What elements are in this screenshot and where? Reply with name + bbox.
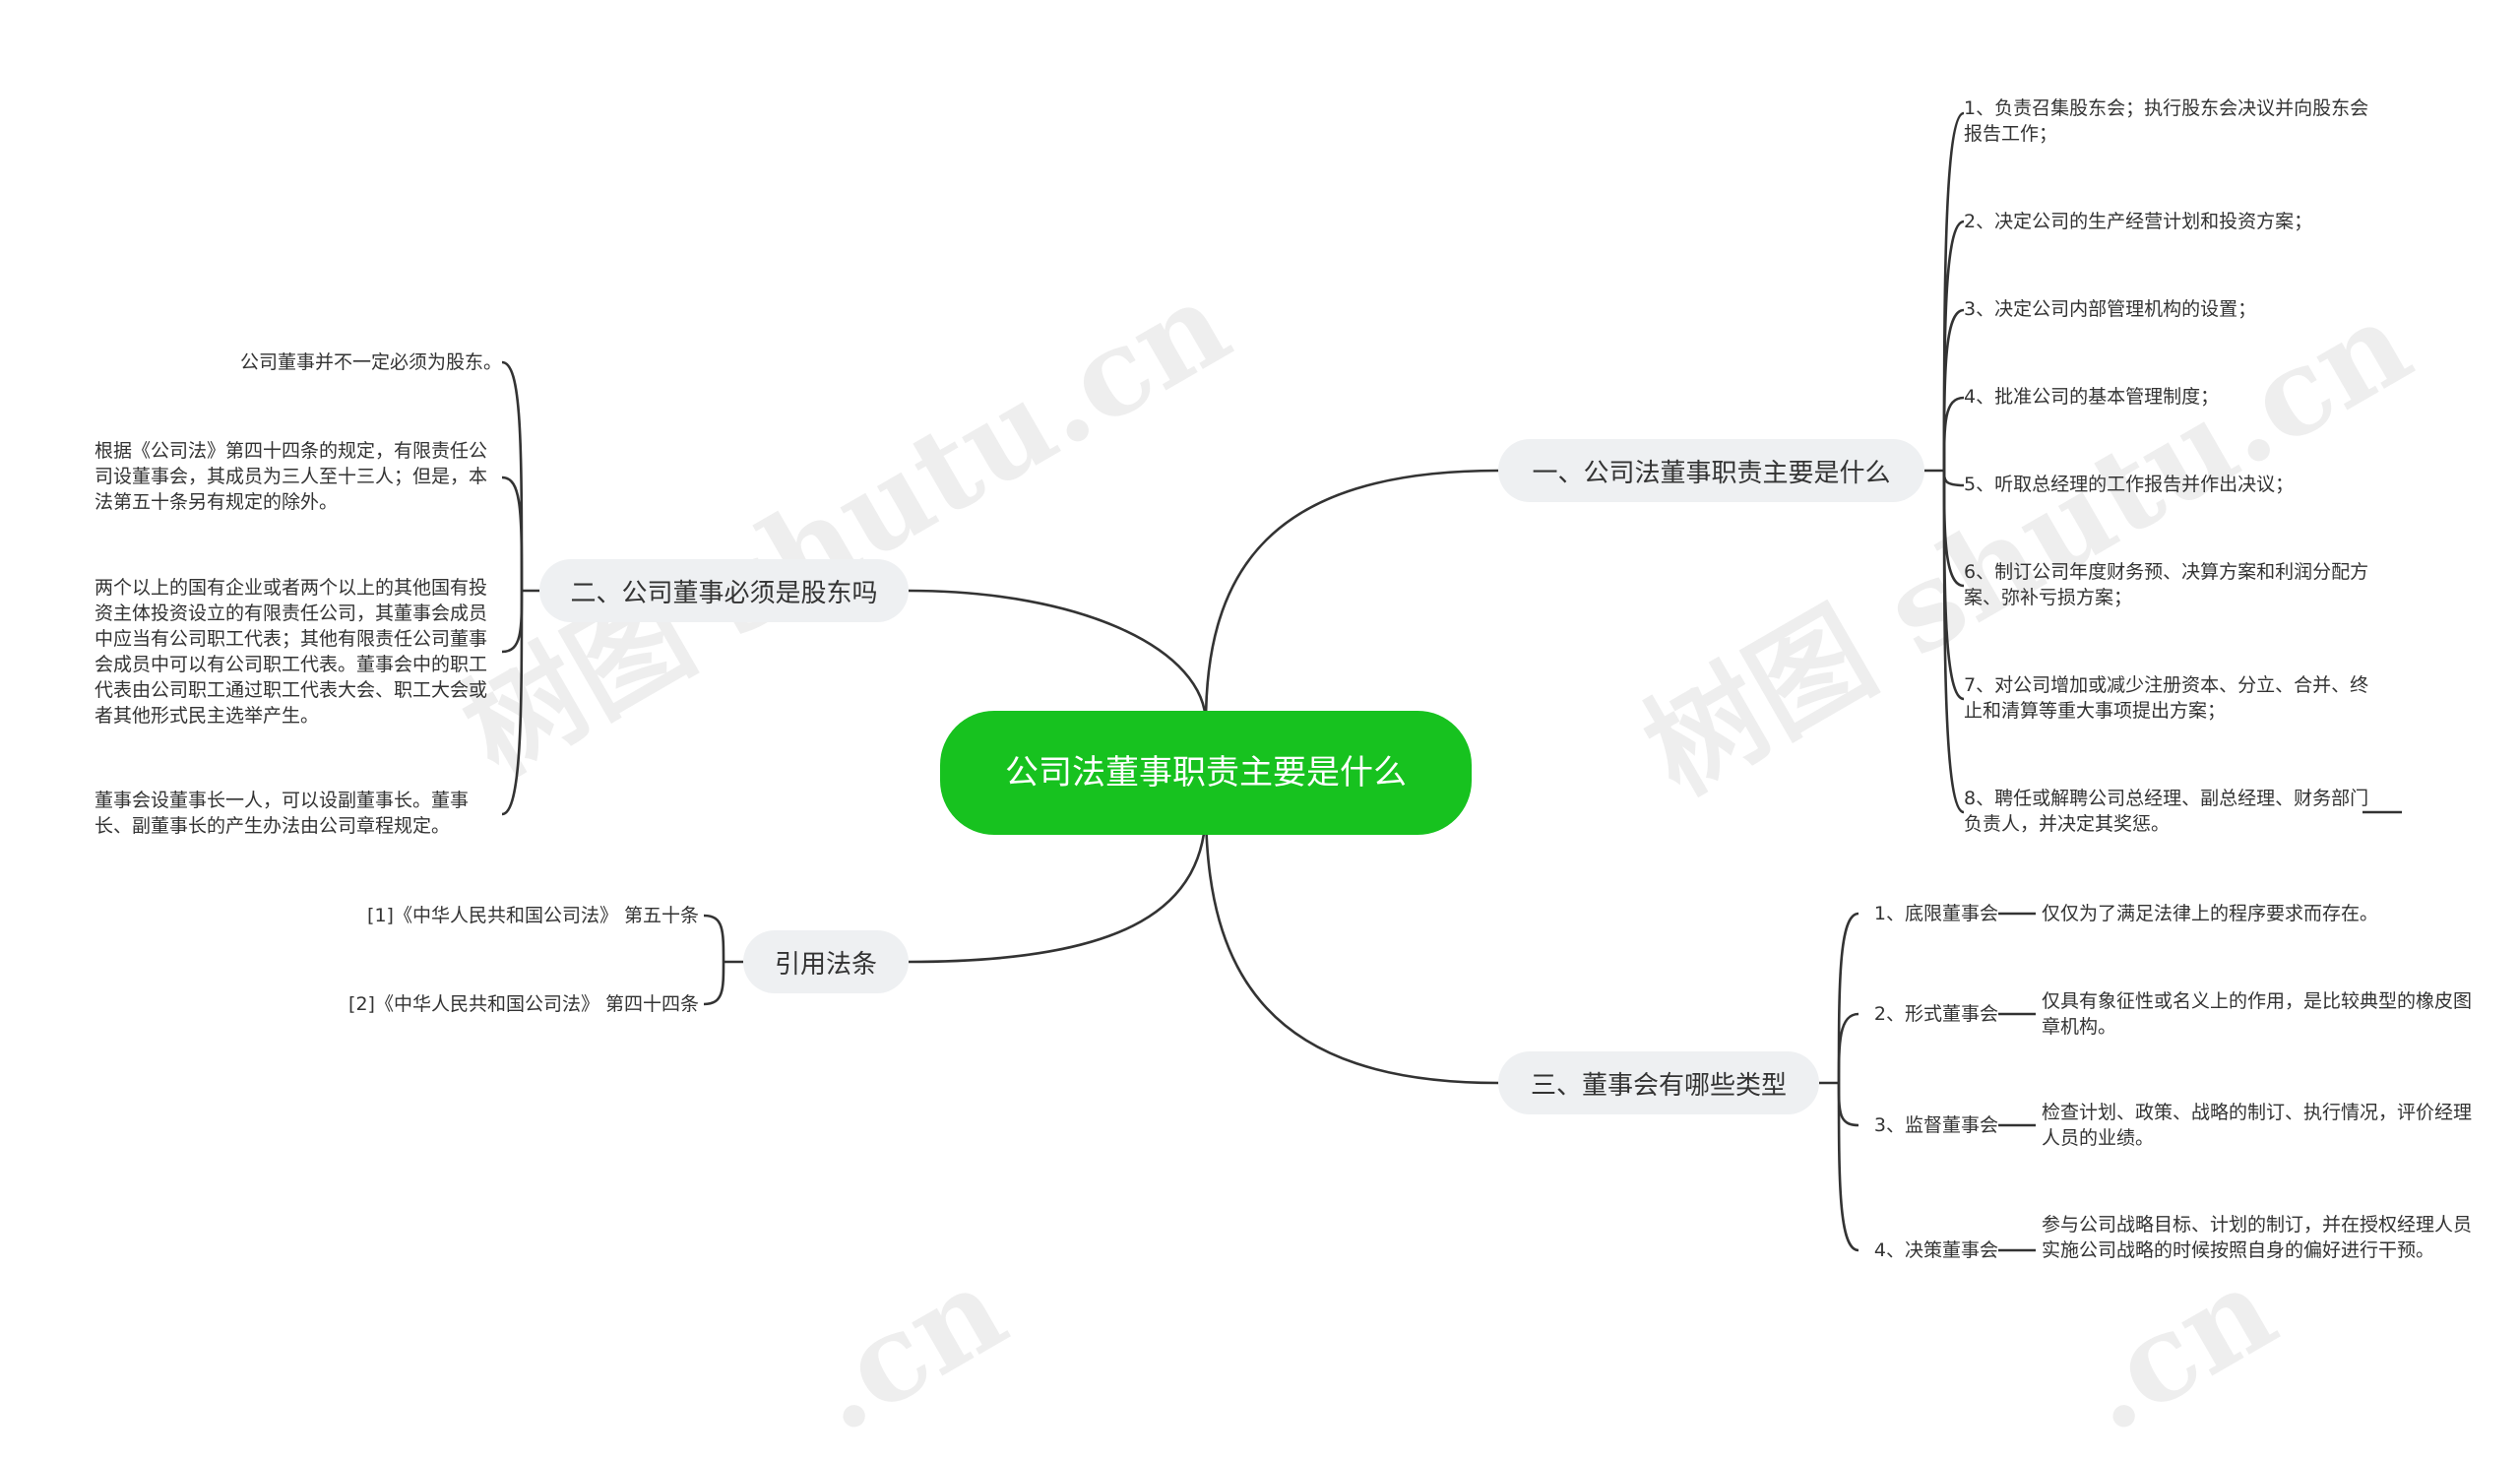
connector-b2-item <box>501 590 524 654</box>
connector-central-b1 <box>1204 469 1499 725</box>
central-topic-label: 公司法董事职责主要是什么 <box>1005 753 1407 793</box>
leaf-duty-3[interactable]: 3、决定公司内部管理机构的设置； <box>1964 296 2377 322</box>
leaf-text: 5、听取总经理的工作报告并作出决议； <box>1964 474 2295 495</box>
branch-label: 三、董事会有哪些类型 <box>1530 1070 1787 1101</box>
connector-lines <box>501 111 2402 1252</box>
leaf-duty-7[interactable]: 7、对公司增加或减少注册资本、分立、合并、终止和清算等重大事项提出方案； <box>1964 672 2377 724</box>
connector-central-b4 <box>908 806 1208 964</box>
leaf-text: 根据《公司法》第四十四条的规定，有限责任公司设董事会，其成员为三人至十三人；但是… <box>94 440 488 513</box>
leaf-text: 4、批准公司的基本管理制度； <box>1964 386 2220 408</box>
branch-board-types[interactable]: 三、董事会有哪些类型 <box>1498 1051 1819 1114</box>
branch-label: 二、公司董事必须是股东吗 <box>570 578 878 608</box>
connector-b1-item <box>1942 470 1965 487</box>
leaf-text: 检查计划、政策、战略的制订、执行情况，评价经理人员的业绩。 <box>2042 1102 2473 1149</box>
connector-b3-item <box>1837 1012 1859 1084</box>
connector-b2-item <box>501 590 524 816</box>
leaf-cited-law-1[interactable]: [1]《中华人民共和国公司法》 第五十条 <box>295 903 699 928</box>
connector-b3-item <box>1837 912 1859 1084</box>
central-topic[interactable]: 公司法董事职责主要是什么 <box>940 711 1472 835</box>
leaf-text: 公司董事并不一定必须为股东。 <box>239 351 502 373</box>
leaf-board-type-desc[interactable]: 仅仅为了满足法律上的程序要求而存在。 <box>2042 901 2475 926</box>
leaf-text: 参与公司战略目标、计划的制订，并在授权经理人员实施公司战略的时候按照自身的偏好进… <box>2042 1214 2473 1261</box>
leaf-text: 两个以上的国有企业或者两个以上的其他国有投资主体投资设立的有限责任公司，其董事会… <box>94 577 488 727</box>
leaf-duty-4[interactable]: 4、批准公司的基本管理制度； <box>1964 384 2377 410</box>
branch-director-shareholder[interactable]: 二、公司董事必须是股东吗 <box>539 559 909 622</box>
connector-b2-item <box>501 476 524 592</box>
leaf-duty-1[interactable]: 1、负责召集股东会；执行股东会决议并向股东会报告工作； <box>1964 95 2377 147</box>
leaf-duty-6[interactable]: 6、制订公司年度财务预、决算方案和利润分配方案、弥补亏损方案； <box>1964 559 2377 610</box>
leaf-shareholder-3[interactable]: 两个以上的国有企业或者两个以上的其他国有投资主体投资设立的有限责任公司，其董事会… <box>94 575 502 729</box>
leaf-text: 1、底限董事会 <box>1873 903 1998 924</box>
leaf-duty-5[interactable]: 5、听取总经理的工作报告并作出决议； <box>1964 472 2377 497</box>
leaf-text: 2、决定公司的生产经营计划和投资方案； <box>1964 211 2313 232</box>
mind-map-canvas: 树图 shutu.cn 树图 shutu.cn .cn .cn <box>89 95 2475 1459</box>
leaf-board-type-name[interactable]: 4、决策董事会 <box>1858 1237 1998 1263</box>
leaf-board-type-desc[interactable]: 仅具有象征性或名义上的作用，是比较典型的橡皮图章机构。 <box>2042 988 2475 1040</box>
leaf-text: 1、负责召集股东会；执行股东会决议并向股东会报告工作； <box>1964 97 2369 145</box>
leaf-text: 7、对公司增加或减少注册资本、分立、合并、终止和清算等重大事项提出方案； <box>1964 674 2369 722</box>
connector-central-b3 <box>1204 806 1499 1085</box>
branch-label: 一、公司法董事职责主要是什么 <box>1532 458 1891 488</box>
leaf-text: 仅具有象征性或名义上的作用，是比较典型的橡皮图章机构。 <box>2042 990 2473 1038</box>
leaf-board-type-desc[interactable]: 参与公司战略目标、计划的制订，并在授权经理人员实施公司战略的时候按照自身的偏好进… <box>2042 1212 2475 1263</box>
connector-b3-item <box>1837 1082 1859 1252</box>
leaf-shareholder-2[interactable]: 根据《公司法》第四十四条的规定，有限责任公司设董事会，其成员为三人至十三人；但是… <box>94 438 502 515</box>
leaf-duty-8[interactable]: 8、聘任或解聘公司总经理、副总经理、财务部门负责人，并决定其奖惩。 <box>1964 786 2377 837</box>
leaf-board-type-name[interactable]: 2、形式董事会 <box>1858 1001 1998 1027</box>
leaf-shareholder-4[interactable]: 董事会设董事长一人，可以设副董事长。董事长、副董事长的产生办法由公司章程规定。 <box>94 788 502 839</box>
connector-central-b2 <box>908 589 1208 725</box>
connector-b1-item <box>1942 308 1965 472</box>
leaf-text: 6、制订公司年度财务预、决算方案和利润分配方案、弥补亏损方案； <box>1964 561 2369 608</box>
branch-label: 引用法条 <box>774 949 877 980</box>
leaf-text: 董事会设董事长一人，可以设副董事长。董事长、副董事长的产生办法由公司章程规定。 <box>94 790 470 837</box>
connector-b3-item <box>1837 1082 1859 1127</box>
connector-b1-item <box>1942 470 1965 588</box>
leaf-text: 4、决策董事会 <box>1873 1239 1998 1261</box>
leaf-text: [1]《中华人民共和国公司法》 第五十条 <box>367 905 699 926</box>
leaf-shareholder-1[interactable]: 公司董事并不一定必须为股东。 <box>89 349 502 375</box>
leaf-text: 3、决定公司内部管理机构的设置； <box>1964 298 2257 320</box>
connector-b1-item <box>1942 470 1965 814</box>
connector-b4-item <box>703 914 725 963</box>
branch-director-duties[interactable]: 一、公司法董事职责主要是什么 <box>1498 439 1924 502</box>
leaf-text: [2]《中华人民共和国公司法》 第四十四条 <box>348 993 699 1015</box>
leaf-text: 2、形式董事会 <box>1873 1003 1998 1025</box>
leaf-board-type-desc[interactable]: 检查计划、政策、战略的制订、执行情况，评价经理人员的业绩。 <box>2042 1100 2475 1151</box>
leaf-duty-2[interactable]: 2、决定公司的生产经营计划和投资方案； <box>1964 209 2377 234</box>
leaf-text: 3、监督董事会 <box>1873 1114 1998 1136</box>
connector-b1-item <box>1942 396 1965 472</box>
leaf-board-type-name[interactable]: 3、监督董事会 <box>1858 1112 1998 1138</box>
connector-b4-item <box>703 961 725 1006</box>
leaf-cited-law-2[interactable]: [2]《中华人民共和国公司法》 第四十四条 <box>295 991 699 1017</box>
branch-cited-laws[interactable]: 引用法条 <box>743 930 909 993</box>
leaf-board-type-name[interactable]: 1、底限董事会 <box>1858 901 1998 926</box>
leaf-text: 仅仅为了满足法律上的程序要求而存在。 <box>2042 903 2379 924</box>
leaf-text: 8、聘任或解聘公司总经理、副总经理、财务部门负责人，并决定其奖惩。 <box>1964 788 2369 835</box>
